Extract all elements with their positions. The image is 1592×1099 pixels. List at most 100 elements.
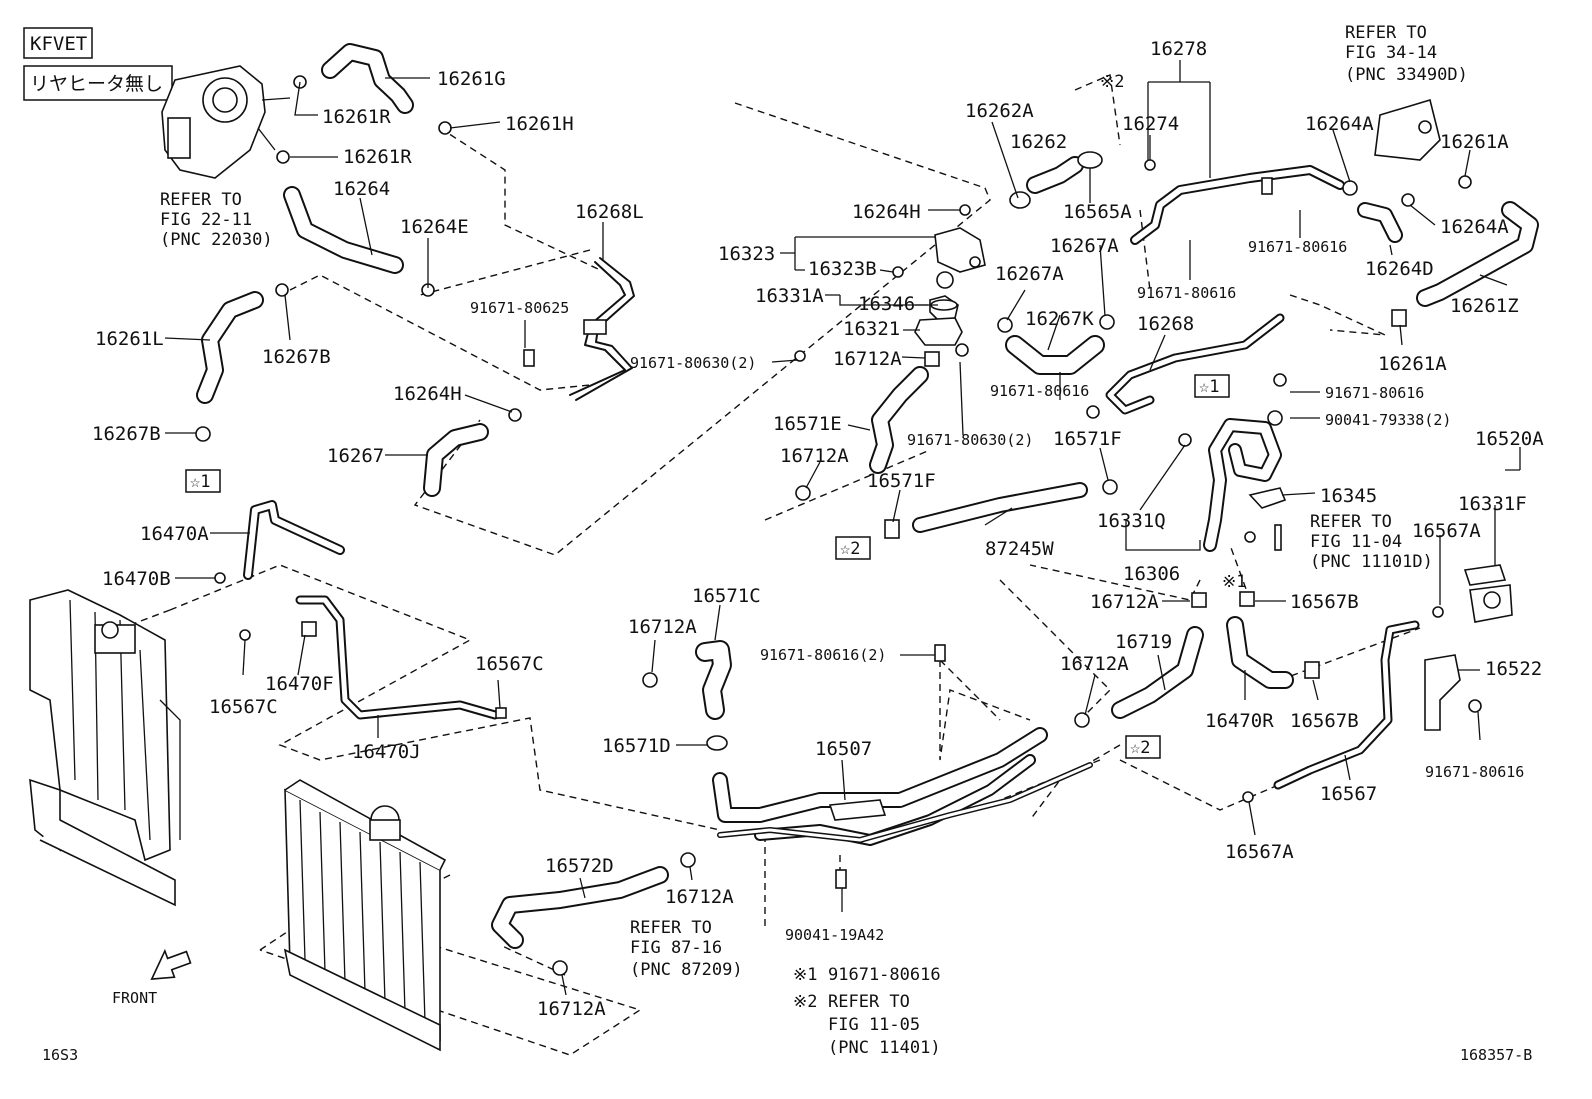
part-label: 16261A [1440, 131, 1509, 153]
part-label: 16712A [665, 886, 734, 908]
condition-label: リヤヒータ無し [30, 73, 163, 95]
star1-marker-right: ☆1 [1199, 377, 1219, 397]
part-label: 16278 [1150, 38, 1207, 60]
engine-code-label: KFVET [30, 33, 87, 55]
part-labels: 16261G 16261R 16261H 16261R 16264 16264E… [92, 38, 1544, 1020]
part-label: 16261G [437, 68, 506, 90]
bracket-16522 [1424, 654, 1461, 731]
thermostat-housing [794, 204, 986, 367]
legend-note2-line1: REFER TO [828, 992, 910, 1012]
part-label: 16274 [1122, 113, 1179, 135]
center-hoses [491, 98, 1539, 976]
part-label: 16267A [1050, 235, 1119, 257]
part-label: 16264H [852, 201, 921, 223]
part-label: 16712A [1090, 591, 1159, 613]
legend-note2-line3: (PNC 11401) [828, 1038, 941, 1058]
part-label: 16571D [602, 735, 671, 757]
part-label: 16719 [1115, 631, 1172, 653]
legend-note2-line2: FIG 11-05 [828, 1015, 920, 1035]
diagram-id: 168357-B [1460, 1046, 1532, 1064]
part-label: 16571F [1053, 428, 1122, 450]
refer-fig-34-14-line3: (PNC 33490D) [1345, 65, 1468, 85]
part-label: 16261A [1378, 353, 1447, 375]
throttle-body-group [161, 65, 291, 179]
gasket-16345 [1248, 487, 1287, 509]
part-label: 91671-80616(2) [760, 646, 886, 664]
star2-marker-right: ☆2 [1130, 738, 1150, 758]
pipe-16470a [243, 500, 345, 580]
part-label: 16331A [755, 285, 824, 307]
part-label: 91671-80616 [1425, 763, 1524, 781]
part-label: 16507 [815, 738, 872, 760]
part-label: 16567C [209, 696, 278, 718]
legend-note2-mark: ※2 [793, 992, 817, 1012]
reference-notes: REFER TO FIG 22-11 (PNC 22030) REFER TO … [160, 23, 1468, 980]
part-label: 90041-19A42 [785, 926, 884, 944]
part-label: 16321 [843, 318, 900, 340]
part-label: 16565A [1063, 201, 1132, 223]
refer-fig-22-11-line3: (PNC 22030) [160, 230, 273, 250]
part-label: 16470A [140, 523, 209, 545]
part-label: 16268L [575, 201, 644, 223]
part-label: 16712A [537, 998, 606, 1020]
part-label: 16567B [1290, 710, 1359, 732]
part-label: 16323 [718, 243, 775, 265]
part-label: 91671-80616 [1137, 284, 1236, 302]
part-label: 16264H [393, 383, 462, 405]
part-label: 16261R [343, 146, 412, 168]
part-label: 16571F [867, 470, 936, 492]
refer-fig-34-14-line1: REFER TO [1345, 23, 1427, 43]
pipe-16268l [569, 261, 626, 396]
legend-note1-text: 91671-80616 [828, 965, 941, 985]
part-label: 16712A [628, 616, 697, 638]
part-label: 16261L [95, 328, 164, 350]
refer-fig-11-04-line3: (PNC 11101D) [1310, 552, 1433, 572]
part-label: 16567A [1412, 520, 1481, 542]
part-label: 16345 [1320, 485, 1377, 507]
part-label: 91671-80630(2) [630, 354, 756, 372]
part-label: 16264 [333, 178, 390, 200]
part-label: 16331F [1458, 493, 1527, 515]
part-label: 16267A [995, 263, 1064, 285]
part-label: 16572D [545, 855, 614, 877]
page-code: 16S3 [42, 1046, 78, 1064]
part-label: 16268 [1137, 313, 1194, 335]
part-label: 91671-80630(2) [907, 431, 1033, 449]
refer-fig-87-16-line2: FIG 87-16 [630, 938, 722, 958]
refer-fig-11-04-line1: REFER TO [1310, 512, 1392, 532]
part-label: 16261R [322, 106, 391, 128]
part-label: 16331Q [1097, 510, 1166, 532]
part-label: 16567A [1225, 841, 1294, 863]
leader-lines [164, 60, 1521, 996]
part-label: 90041-79338(2) [1325, 411, 1451, 429]
front-arrow-icon [150, 948, 192, 981]
part-label: 16470F [265, 673, 334, 695]
part-label: 16470R [1205, 710, 1274, 732]
part-label: 16522 [1485, 658, 1542, 680]
refer-fig-22-11-line2: FIG 22-11 [160, 210, 252, 230]
part-label: 16267K [1025, 308, 1094, 330]
part-label: 16264A [1305, 113, 1374, 135]
part-label: 16267 [327, 445, 384, 467]
part-label: 16267B [92, 423, 161, 445]
hose-16470j [295, 595, 500, 720]
footer: FRONT 16S3 168357-B [42, 948, 1532, 1064]
part-label: 16567C [475, 653, 544, 675]
refer-fig-87-16-line1: REFER TO [630, 918, 712, 938]
part-label: 16712A [780, 445, 849, 467]
part-label: 16323B [808, 258, 877, 280]
part-label: 16261Z [1450, 295, 1519, 317]
part-label: 16712A [1060, 653, 1129, 675]
star2-marker-center: ☆2 [840, 539, 860, 559]
part-label: 16470B [102, 568, 171, 590]
refer-fig-22-11-line1: REFER TO [160, 190, 242, 210]
reservoir-16331f [1463, 564, 1507, 586]
part-label: 91671-80616 [990, 382, 1089, 400]
radiator-support [29, 589, 181, 907]
radiator [283, 779, 447, 1052]
note2-marker-top: ※2 [1100, 72, 1124, 92]
part-label: 16262 [1010, 131, 1067, 153]
part-label: 16264D [1365, 258, 1434, 280]
front-label: FRONT [112, 989, 157, 1007]
